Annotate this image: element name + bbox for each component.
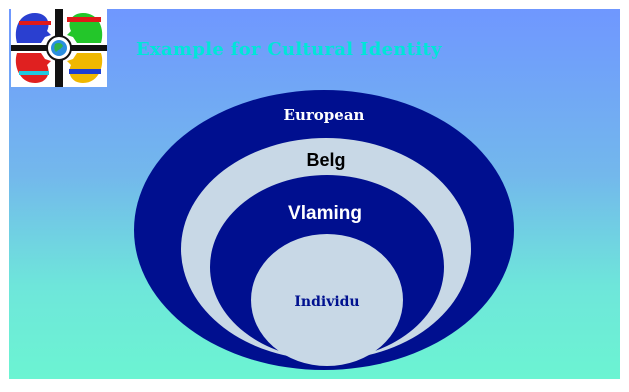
- slide: Example for Cultural Identity European B…: [9, 9, 620, 379]
- label-individu: Individu: [294, 294, 359, 310]
- label-european: European: [284, 106, 365, 124]
- cultural-identity-diagram: European Belg Vlaming Individu: [134, 90, 514, 370]
- label-vlaming: Vlaming: [288, 203, 362, 224]
- ring-individu: [251, 234, 403, 366]
- label-belg: Belg: [306, 150, 345, 170]
- cultural-faces-logo-icon: [11, 9, 107, 87]
- slide-title: Example for Cultural Identity: [136, 39, 442, 60]
